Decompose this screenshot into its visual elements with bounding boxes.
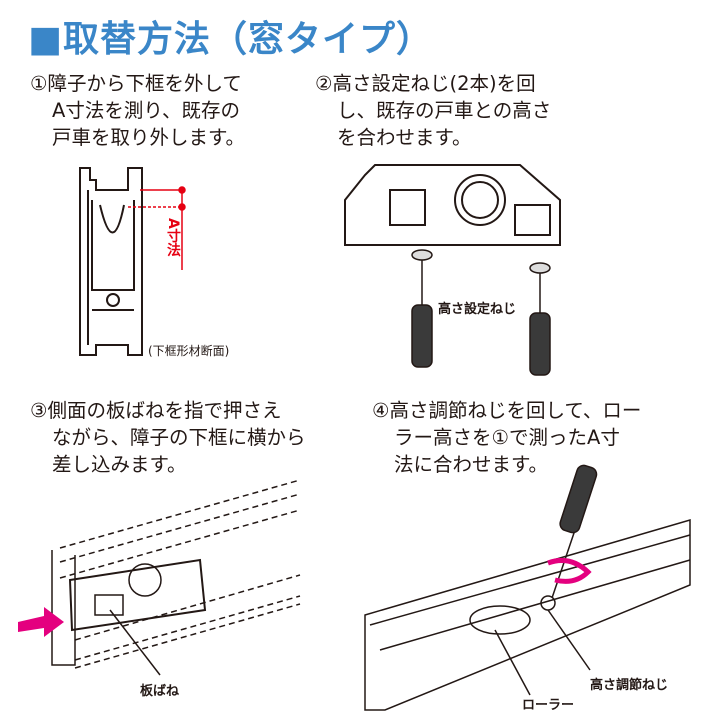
step-line: し、既存の戸車との高さ <box>337 99 552 122</box>
insert-arrow-icon <box>18 607 64 637</box>
frame-insertion-diagram <box>51 479 301 676</box>
step-line: ④高さ調節ねじを回して、ロー <box>372 399 642 422</box>
page-title: ■取替方法（窓タイプ） <box>28 19 434 60</box>
step-line: ①障子から下框を外して <box>30 72 242 95</box>
screwdriver-icon <box>551 464 598 599</box>
step-line: ②高さ設定ねじ(2本)を回 <box>315 72 536 95</box>
screwdriver-icon <box>411 249 433 368</box>
step-2-text: ②高さ設定ねじ(2本)を回 し、既存の戸車との高さ を合わせます。 <box>315 70 551 151</box>
step-line: 法に合わせます。 <box>394 453 549 476</box>
step-3-text: ③側面の板ばねを指で押さえ ながら、障子の下框に横から 差し込みます。 <box>30 397 306 478</box>
height-setting-screw-label: 高さ設定ねじ <box>438 302 517 317</box>
roller-unit-diagram <box>344 164 561 246</box>
leaf-spring-label: 板ばね <box>140 684 180 699</box>
rotate-arrow-icon <box>547 558 592 584</box>
screwdriver-icon <box>529 262 551 376</box>
a-dimension-label: A寸法 <box>165 218 181 257</box>
step-line: ながら、障子の下框に横から <box>52 426 306 449</box>
section-caption: (下框形材断面) <box>148 344 230 358</box>
a-dimension-marker <box>128 186 186 270</box>
step-4-text: ④高さ調節ねじを回して、ロー ラー高さを①で測ったA寸 法に合わせます。 <box>372 397 641 478</box>
step-line: ③側面の板ばねを指で押さえ <box>30 399 282 422</box>
height-adjust-screw-label: 高さ調節ねじ <box>590 678 669 693</box>
step-line: 差し込みます。 <box>52 453 187 476</box>
rail-adjust-diagram <box>364 518 691 711</box>
step-1-text: ①障子から下框を外して A寸法を測り、既存の 戸車を取り外します。 <box>30 70 245 151</box>
roller-label: ローラー <box>522 698 575 713</box>
step-line: A寸法を測り、既存の <box>52 99 241 122</box>
frame-section-diagram <box>79 167 143 356</box>
step-line: を合わせます。 <box>337 126 472 149</box>
step-line: 戸車を取り外します。 <box>52 126 246 149</box>
step-line: ラー高さを①で測ったA寸 <box>394 426 620 449</box>
